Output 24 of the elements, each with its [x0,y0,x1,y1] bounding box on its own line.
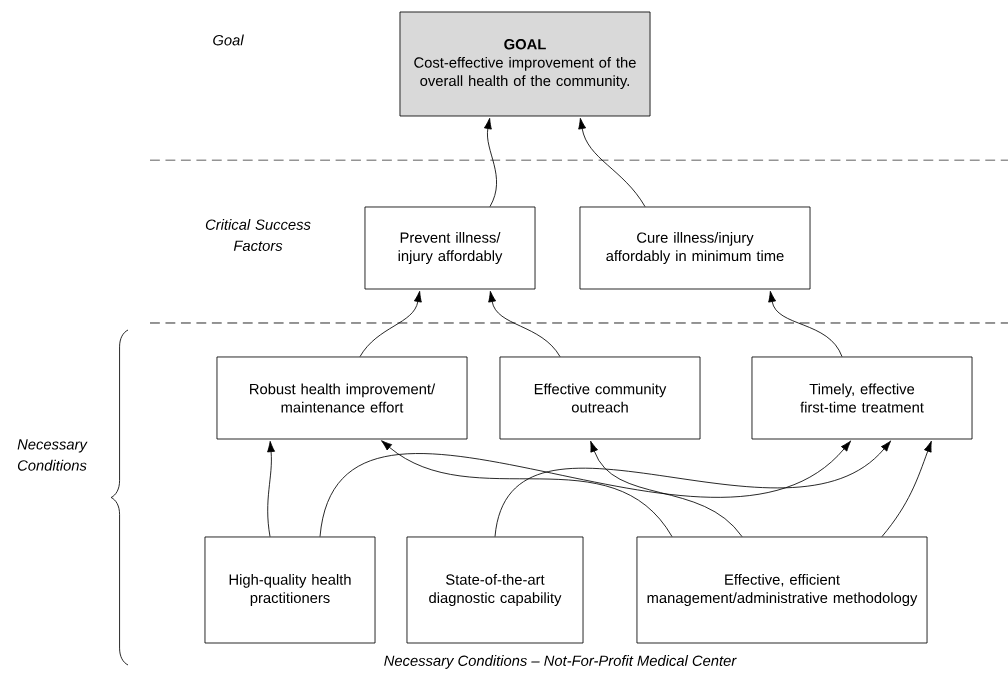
box: Effective community outreach [499,356,701,440]
caption: Necessary Conditions – Not-For-Profit Medical Center [384,655,737,669]
box: GOAL Cost-effective improvement of the overall health of the community. [399,11,651,117]
box: Prevent illness/ injury affordably [364,206,536,290]
arrow [359,290,422,357]
arrow [319,440,852,537]
row-label: Critical Success Factors [205,219,311,251]
arrow [578,117,646,207]
arrow [590,440,743,537]
box: Timely, effective first-time treatment [751,356,973,440]
box: Effective, efficient management/administrative methodology [636,536,928,644]
box: Robust health improvement/ maintenance effort [216,356,468,440]
box: High-quality health practitioners [204,536,376,644]
arrow [488,290,561,357]
row-label: Necessary Conditions [17,439,88,471]
arrow [494,440,892,537]
arrow [881,440,932,537]
box: State-of-the-art diagnostic capability [406,536,584,644]
arrow [484,117,497,207]
arrow [267,440,275,537]
box: Cure illness/injury affordably in minimum time [579,206,811,290]
arrow [768,290,843,357]
row-label: Goal [213,34,244,46]
arrow [381,440,673,537]
